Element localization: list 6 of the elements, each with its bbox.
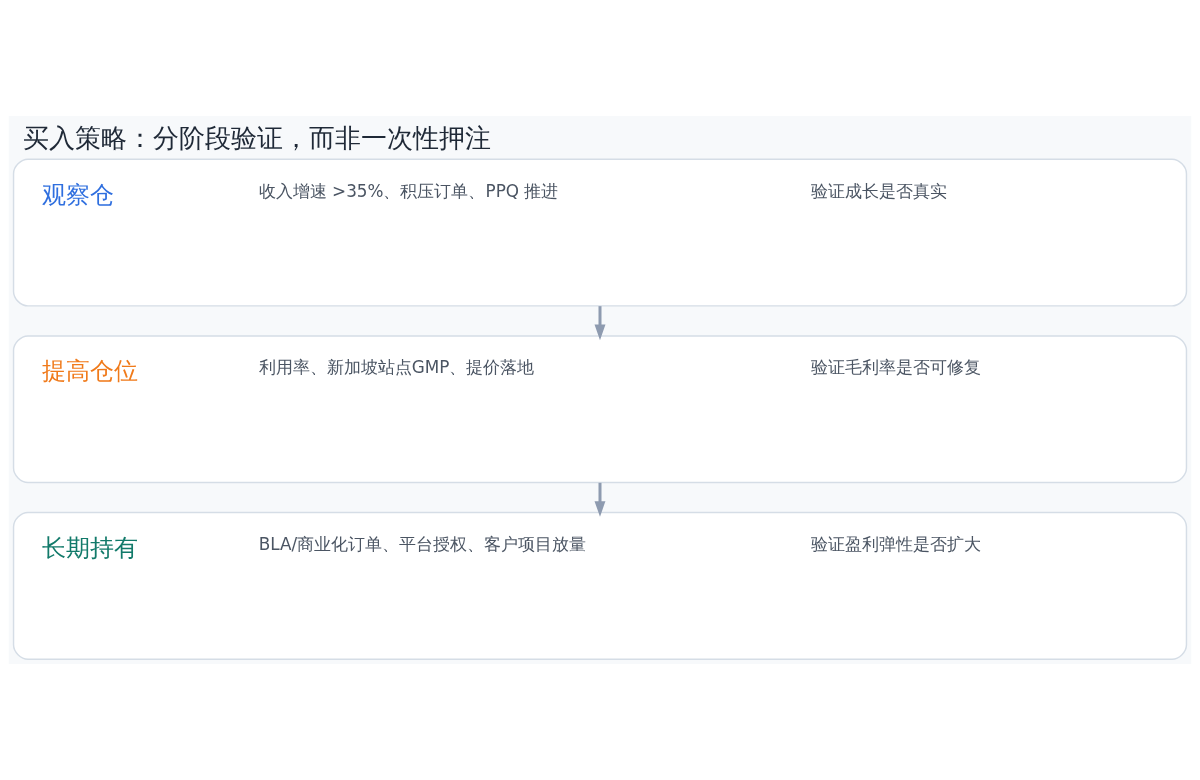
arrow [594, 482, 606, 517]
node-box: 提高仓位 利用率、新加坡站点GMP、提价落地 验证毛利率是否可修复 [12, 335, 1188, 484]
node-box: 观察仓 收入增速 >35%、积压订单、PPQ 推进 验证成长是否真实 [12, 158, 1188, 307]
diagram-title: 买入策略：分阶段验证，而非一次性押注 [23, 121, 492, 153]
arrow [594, 306, 606, 341]
node-box: 长期持有 BLA/商业化订单、平台授权、客户项目放量 验证盈利弹性是否扩大 [12, 511, 1188, 660]
